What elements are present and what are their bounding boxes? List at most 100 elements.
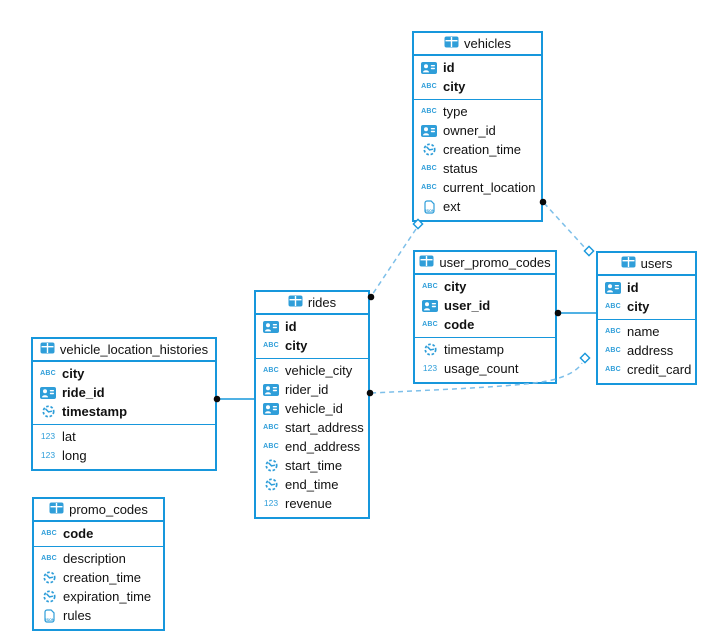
column-name: current_location: [443, 180, 536, 195]
svg-text:JSON: JSON: [44, 617, 55, 621]
column-name: creation_time: [443, 142, 522, 157]
column-name: expiration_time: [63, 589, 152, 604]
column-row-rider_id[interactable]: rider_id: [256, 380, 368, 399]
column-row-creation_time[interactable]: creation_time: [34, 568, 163, 587]
timestamp-clock-icon: [39, 405, 57, 418]
column-row-expiration_time[interactable]: expiration_time: [34, 587, 163, 606]
id-card-icon: [420, 61, 438, 74]
column-row-creation_time[interactable]: creation_time: [414, 140, 541, 159]
abc-text-type-icon: ABC: [421, 83, 437, 90]
column-name: id: [285, 319, 297, 334]
column-row-name[interactable]: ABC name: [598, 322, 695, 341]
timestamp-clock-icon: [420, 143, 438, 156]
column-row-current_location[interactable]: ABC current_location: [414, 178, 541, 197]
abc-text-type-icon: ABC: [263, 443, 279, 450]
column-name: code: [444, 317, 475, 332]
column-row-vehicle_id[interactable]: vehicle_id: [256, 399, 368, 418]
column-row-city[interactable]: ABC city: [598, 297, 695, 316]
column-name: long: [62, 448, 87, 463]
abc-text-type-icon: ABC: [421, 184, 437, 191]
table-header[interactable]: rides: [256, 292, 368, 315]
column-name: city: [627, 299, 650, 314]
id-card-icon: [420, 124, 438, 137]
table-header[interactable]: users: [598, 253, 695, 276]
column-row-city[interactable]: ABC city: [414, 77, 541, 96]
column-name: start_time: [285, 458, 343, 473]
relation-user_promo_codes-to-users[interactable]: [554, 309, 597, 317]
column-row-id[interactable]: id: [414, 58, 541, 77]
id-card-icon: [262, 383, 280, 396]
column-row-id[interactable]: id: [256, 317, 368, 336]
column-row-end_time[interactable]: end_time: [256, 475, 368, 494]
column-name: ride_id: [62, 385, 105, 400]
id-card-icon: [262, 402, 280, 415]
abc-text-type-icon: ABC: [605, 328, 621, 335]
column-name: city: [443, 79, 466, 94]
timestamp-clock-icon: [262, 459, 280, 472]
column-name: user_id: [444, 298, 491, 313]
relation-line[interactable]: [543, 202, 587, 250]
relation-diamond-endpoint: [579, 352, 591, 364]
column-row-ride_id[interactable]: ride_id: [33, 383, 215, 402]
id-card-icon: [421, 299, 439, 312]
column-name: timestamp: [62, 404, 128, 419]
abc-text-type-icon: ABC: [605, 303, 621, 310]
relation-vehicle_location_histories-to-rides[interactable]: [213, 395, 255, 403]
relation-vehicles-to-users[interactable]: [539, 198, 595, 257]
column-row-owner_id[interactable]: owner_id: [414, 121, 541, 140]
abc-text-type-icon: ABC: [41, 555, 57, 562]
json-type-icon: JSON: [40, 608, 58, 623]
column-row-id[interactable]: id: [598, 278, 695, 297]
table-name: user_promo_codes: [439, 255, 551, 270]
relation-line[interactable]: [371, 228, 417, 296]
column-row-start_time[interactable]: start_time: [256, 456, 368, 475]
column-name: ext: [443, 199, 461, 214]
relation-diamond-endpoint: [583, 245, 595, 257]
table-icon: [40, 342, 55, 357]
relation-line[interactable]: [370, 362, 583, 394]
column-row-ext[interactable]: JSON ext: [414, 197, 541, 216]
column-name: creation_time: [63, 570, 142, 585]
table-header[interactable]: vehicle_location_histories: [33, 339, 215, 362]
column-name: city: [444, 279, 467, 294]
abc-text-type-icon: ABC: [41, 530, 57, 537]
json-type-icon: JSON: [420, 199, 438, 214]
column-row-user_id[interactable]: user_id: [415, 296, 555, 315]
table-header[interactable]: user_promo_codes: [415, 252, 555, 275]
timestamp-clock-icon: [40, 571, 58, 584]
table-header[interactable]: promo_codes: [34, 499, 163, 522]
column-name: name: [627, 324, 660, 339]
abc-text-type-icon: ABC: [263, 424, 279, 431]
column-row-timestamp[interactable]: timestamp: [33, 402, 215, 421]
number-123-type-icon: 123: [40, 431, 56, 442]
table-header[interactable]: vehicles: [414, 33, 541, 56]
abc-text-type-icon: ABC: [605, 366, 621, 373]
column-row-timestamp[interactable]: timestamp: [415, 340, 555, 359]
